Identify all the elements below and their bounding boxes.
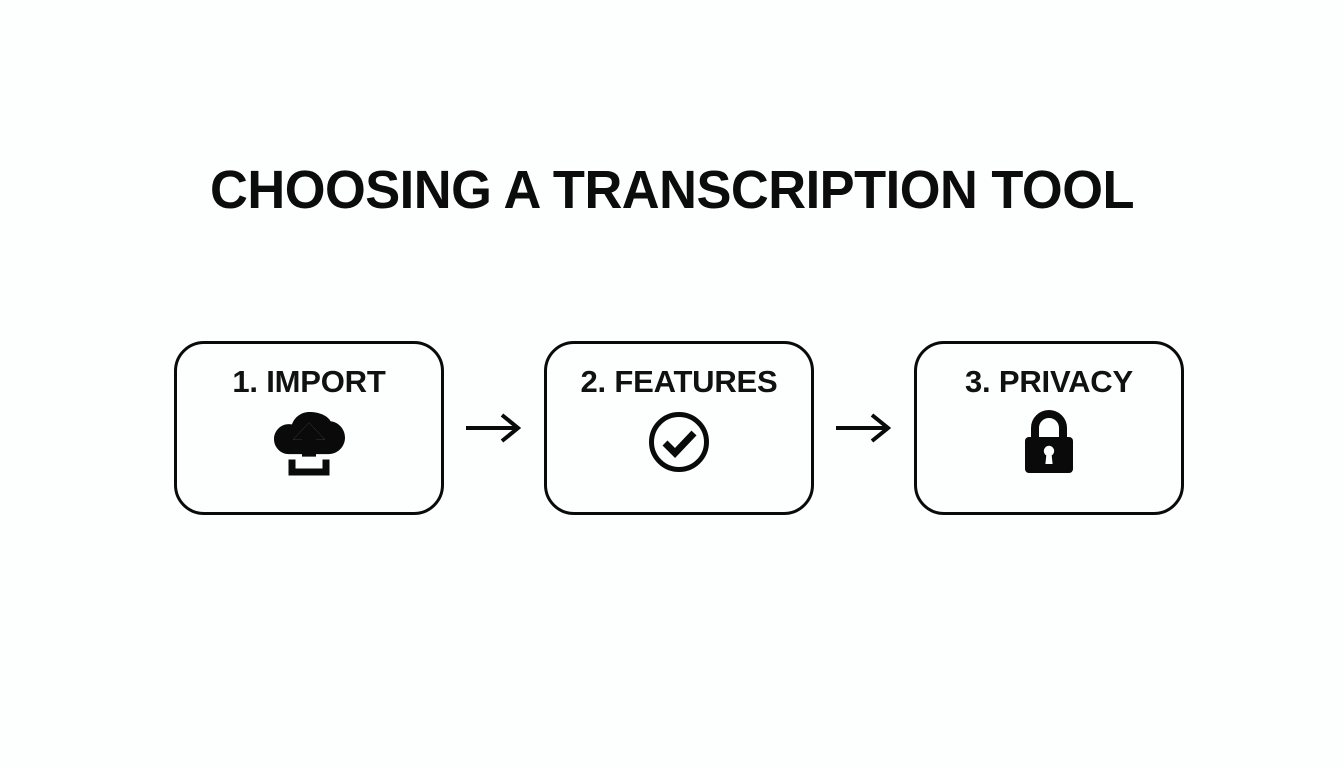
arrow-right-icon-2	[833, 408, 895, 448]
process-flow: 1. IMPORT 2. FEATURES	[174, 341, 1184, 515]
step-card-features[interactable]: 2. FEATURES	[544, 341, 814, 515]
step-card-import[interactable]: 1. IMPORT	[174, 341, 444, 515]
page-title: CHOOSING A TRANSCRIPTION TOOL	[210, 160, 1134, 220]
step-card-import-label: 1. IMPORT	[232, 364, 386, 399]
lock-icon	[1020, 409, 1078, 476]
step-card-privacy[interactable]: 3. PRIVACY	[914, 341, 1184, 515]
arrow-right-icon	[463, 408, 525, 448]
step-card-features-label: 2. FEATURES	[580, 364, 778, 399]
check-circle-icon	[647, 410, 711, 474]
step-card-privacy-label: 3. PRIVACY	[965, 364, 1133, 399]
cloud-upload-icon	[270, 410, 348, 476]
